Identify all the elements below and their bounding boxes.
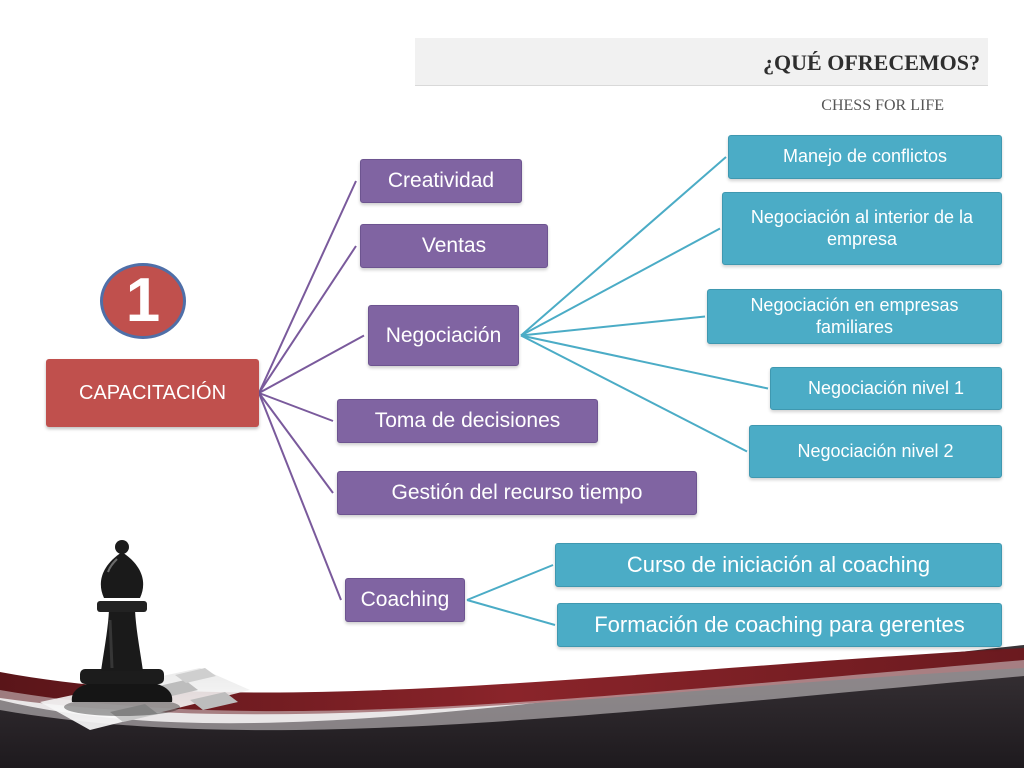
connector-root-to-branch: [258, 392, 334, 494]
number-badge: 1: [100, 263, 186, 339]
connector-branch-to-leaf: [520, 334, 769, 390]
connector-branch-to-leaf: [520, 227, 721, 337]
root-node-capacitacion: CAPACITACIÓN: [46, 359, 259, 427]
footer-light-wave: [0, 660, 1024, 731]
connector-root-to-branch: [258, 392, 334, 422]
footer-red-wave: [0, 648, 1024, 715]
page-title: ¿QUÉ OFRECEMOS?: [763, 50, 980, 75]
bishop-icon: [64, 540, 180, 716]
connector-root-to-branch: [258, 334, 365, 394]
leaf-node-label: Negociación en empresas familiares: [750, 294, 959, 337]
leaf-node-negociacion-nivel-2: Negociación nivel 2: [749, 425, 1002, 478]
branch-node-toma-de-decisiones: Toma de decisiones: [337, 399, 598, 443]
connector-branch-to-leaf: [466, 599, 556, 626]
leaf-node-label: Negociación nivel 2: [797, 440, 954, 461]
branch-node-creatividad: Creatividad: [360, 159, 522, 203]
leaf-node-manejo-conflictos: Manejo de conflictos: [728, 135, 1002, 179]
branch-node-gestion-tiempo: Gestión del recurso tiempo: [337, 471, 697, 515]
branch-node-label: Toma de decisiones: [374, 409, 561, 433]
branch-node-label: Ventas: [421, 234, 487, 258]
branch-node-label: Creatividad: [387, 169, 495, 193]
connector-root-to-branch: [258, 392, 342, 601]
leaf-node-formacion-coaching: Formación de coaching para gerentes: [557, 603, 1002, 647]
leaf-node-label: Manejo de conflictos: [782, 146, 948, 167]
root-node-label: CAPACITACIÓN: [78, 381, 227, 404]
leaf-node-negociacion-interior: Negociación al interior de la empresa: [722, 192, 1002, 265]
leaf-node-label: Curso de iniciación al coaching: [626, 551, 931, 577]
branch-node-label: Gestión del recurso tiempo: [391, 481, 643, 505]
leaf-node-curso-coaching: Curso de iniciación al coaching: [555, 543, 1002, 587]
branch-node-label: Negociación: [385, 323, 502, 347]
leaf-node-negociacion-nivel-1: Negociación nivel 1: [770, 367, 1002, 410]
branch-node-negociacion: Negociación: [368, 305, 519, 366]
connector-branch-to-leaf: [520, 315, 706, 337]
badge-number: 1: [125, 266, 161, 335]
branch-node-label: Coaching: [360, 588, 450, 612]
page-subtitle: CHESS FOR LIFE: [821, 97, 944, 114]
branch-node-ventas: Ventas: [360, 224, 548, 268]
title-band: [415, 38, 988, 86]
leaf-node-label: Negociación nivel 1: [807, 377, 965, 398]
connector-branch-to-leaf: [520, 156, 727, 337]
connector-branch-to-leaf: [520, 334, 748, 453]
connector-branch-to-leaf: [466, 564, 554, 601]
connector-root-to-branch: [258, 180, 357, 394]
branch-node-coaching: Coaching: [345, 578, 465, 622]
leaf-node-label: Formación de coaching para gerentes: [594, 611, 965, 637]
leaf-node-label: Negociación al interior de la empresa: [750, 206, 974, 249]
leaf-node-negociacion-familiares: Negociación en empresas familiares: [707, 289, 1002, 344]
connector-root-to-branch: [258, 245, 357, 394]
